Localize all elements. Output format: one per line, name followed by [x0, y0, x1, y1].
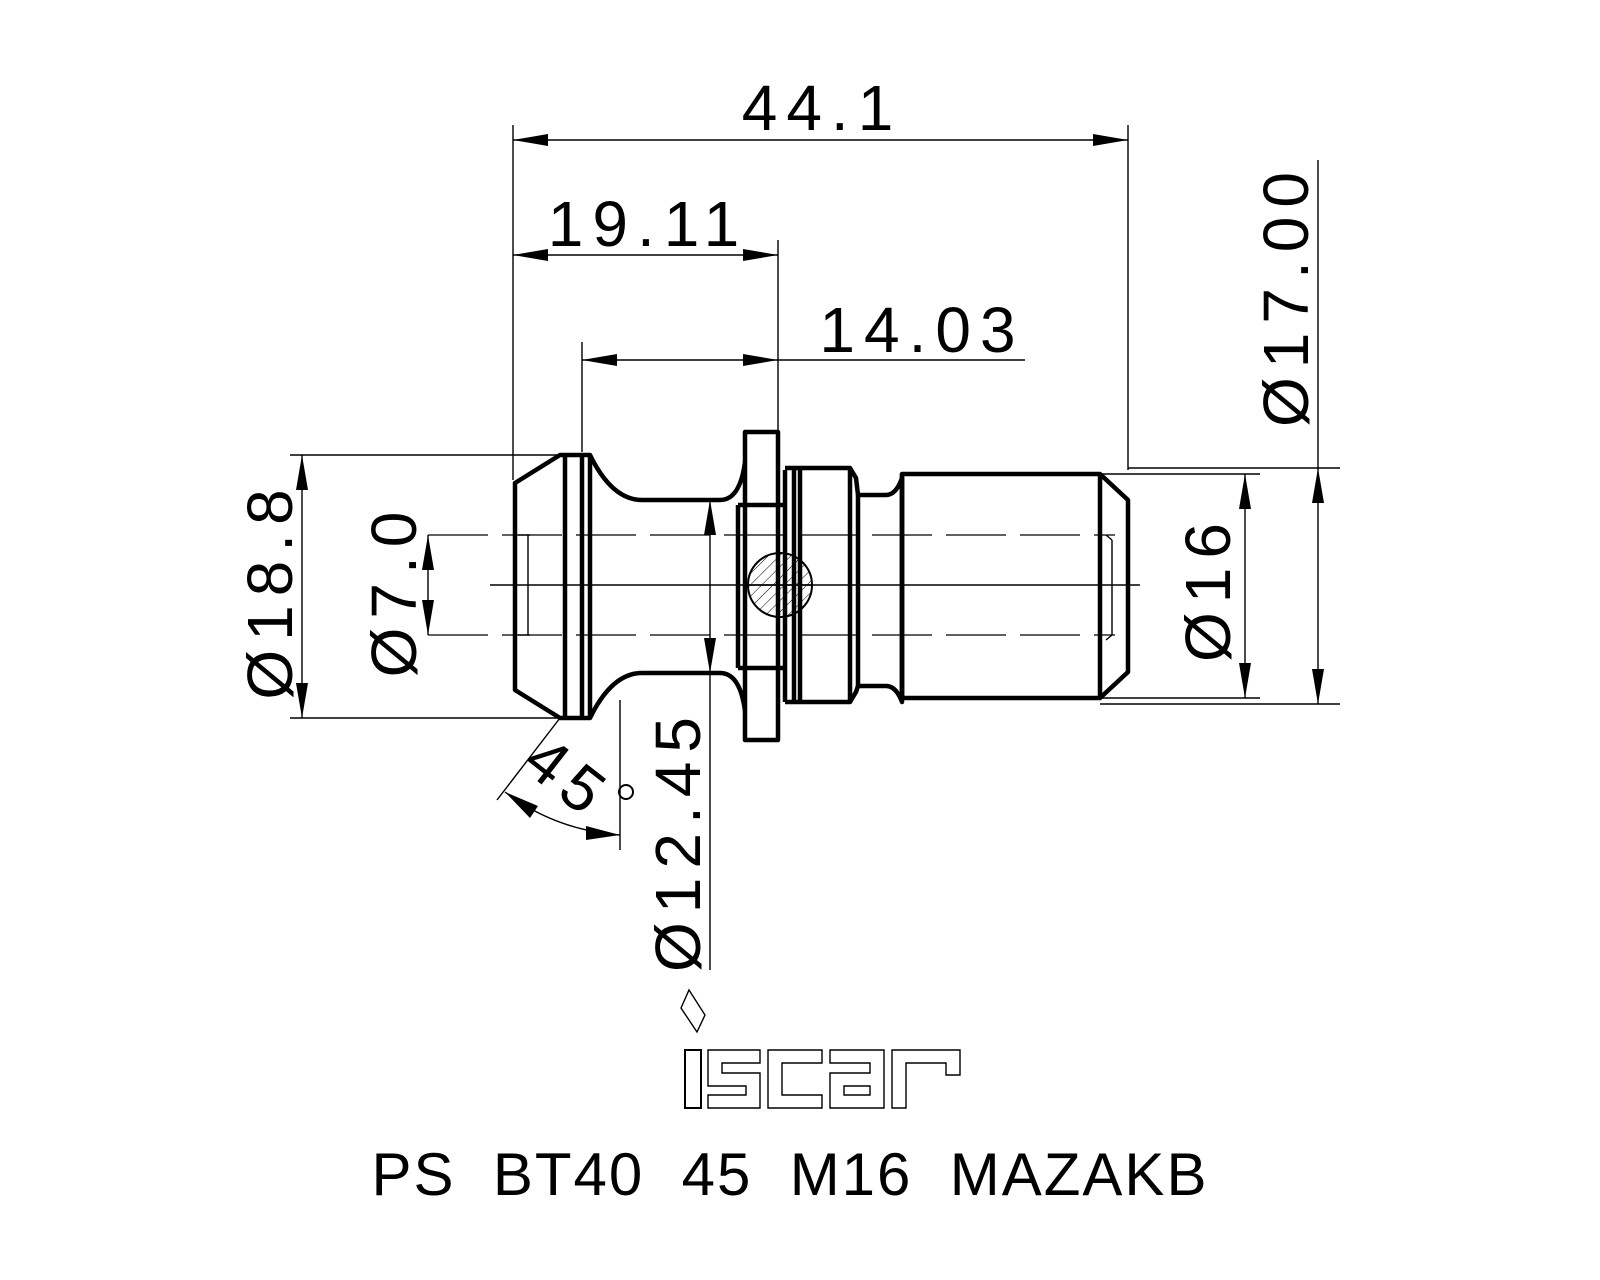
dim-bore-diameter: Ø7.0: [358, 503, 430, 678]
dim-overall-length: 44.1: [742, 72, 903, 144]
pull-stud-outline: [512, 429, 1131, 743]
dim-length-to-flange: 19.11: [548, 188, 748, 260]
part-number: PS BT40 45 M16 MAZAKB: [372, 1141, 1209, 1208]
dim-thread-diameter: Ø16: [1172, 514, 1244, 662]
stud-head: [512, 452, 593, 721]
iscar-logo: [680, 988, 961, 1109]
dimension-lines: [296, 134, 1324, 840]
degree-symbol: [618, 784, 634, 800]
stud-neck: [587, 454, 748, 719]
stud-thread: [899, 471, 1131, 701]
dim-neck-length: 14.03: [819, 294, 1024, 366]
dim-shank-diameter: Ø17.00: [1250, 163, 1322, 427]
dim-head-diameter: Ø18.8: [234, 480, 306, 699]
extension-lines: [290, 125, 1340, 970]
centerlines: [428, 534, 1140, 636]
dim-angle: 45: [511, 722, 626, 834]
dim-neck-diameter: Ø12.45: [642, 708, 714, 972]
